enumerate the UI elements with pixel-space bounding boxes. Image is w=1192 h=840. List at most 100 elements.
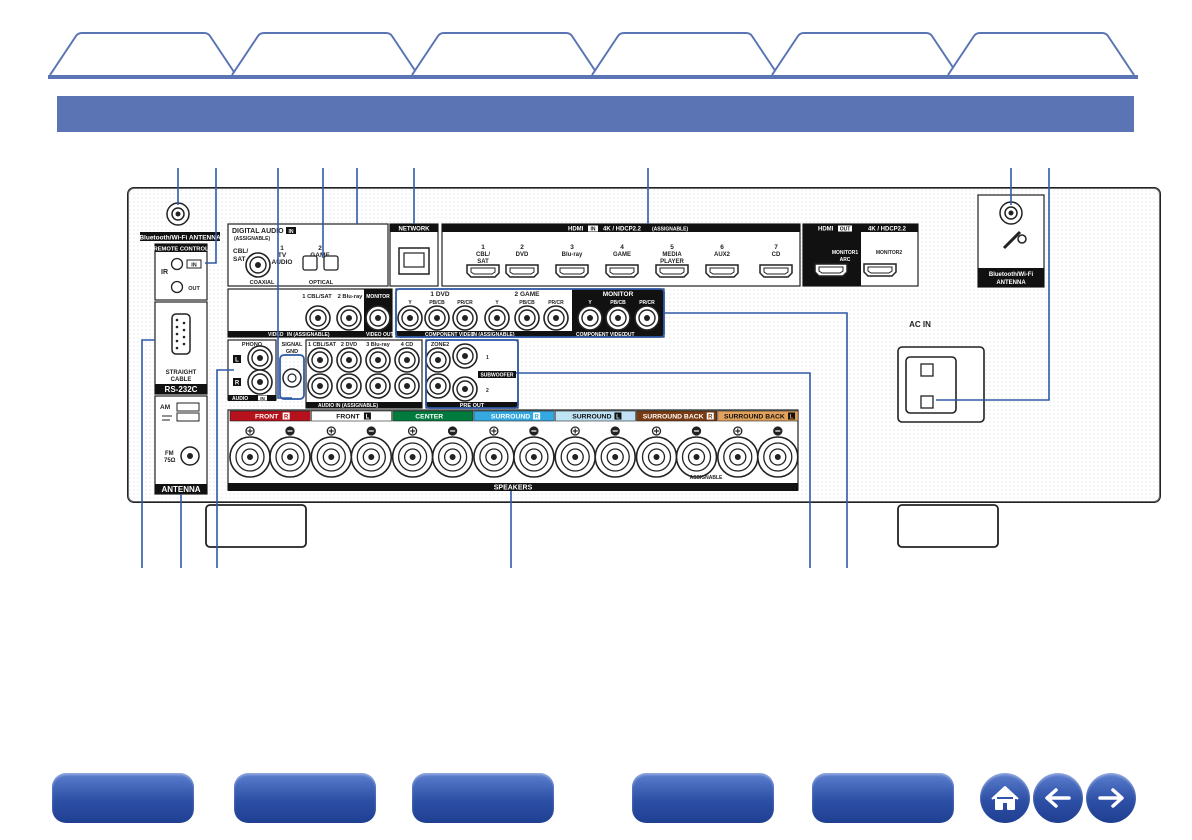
hdmi-port-label: GAME [613,252,631,258]
component-video-block: 1 DVD 2 GAME MONITOR Y PB/CB PR/CR Y PB/… [395,288,665,338]
tab-2[interactable] [230,32,420,76]
binding-post-positive [310,436,353,478]
svg-text:STRAIGHT: STRAIGHT [166,370,197,376]
binding-post-positive [716,436,759,478]
binding-post-positive [554,436,597,478]
hdmi-port-label: DVD [516,252,529,258]
tab-1[interactable] [48,32,238,76]
svg-text:MONITOR2: MONITOR2 [876,250,903,256]
binding-post-positive [391,436,434,478]
speaker-channel-badge: R [534,415,539,421]
svg-text:SUBWOOFER: SUBWOOFER [480,373,513,379]
hdmi-port-number: 4 [620,244,624,251]
svg-text:IN (ASSIGNABLE): IN (ASSIGNABLE) [287,332,330,338]
svg-text:ZONE2: ZONE2 [431,342,449,348]
binding-post-positive [635,436,678,478]
nav-button-5[interactable] [812,773,954,823]
hdmi-connector [655,264,689,278]
svg-text:IR: IR [161,269,168,276]
svg-text:PR/CR: PR/CR [639,300,655,306]
nav-button-3[interactable] [412,773,554,823]
home-icon [991,786,1019,810]
hdmi-port-number: 3 [570,244,574,251]
hdmi-port-label: Blu-ray [562,252,583,258]
pre-out-block: ZONE2 1 SUBWOOFER 2 PRE OUT [425,339,519,409]
speaker-group-label: CENTER [415,414,443,421]
tab-3[interactable] [410,32,600,76]
svg-text:PR/CR: PR/CR [457,300,473,306]
svg-text:CBL/: CBL/ [233,248,248,255]
tab-5[interactable] [770,32,960,76]
rear-panel-diagram: Bluetooth/Wi-Fi ANTENNA REMOTE CONTROL I… [127,168,1161,568]
hdmi-port-number: 5 [670,244,674,251]
digital-audio-block: DIGITAL AUDIO (ASSIGNABLE) IN CBL/ SAT C… [227,223,389,287]
tab-6[interactable] [946,32,1136,76]
svg-text:1: 1 [486,355,489,361]
nav-button-1[interactable] [52,773,194,823]
speaker-channel-badge: R [708,415,713,421]
svg-text:HDMI: HDMI [818,227,834,233]
video-block: 1 CBL/SAT 2 Blu-ray MONITOR VIDEO IN (AS… [227,288,394,338]
hdmi-connector [605,264,639,278]
back-button[interactable] [1033,773,1083,823]
tab-4[interactable] [590,32,780,76]
speaker-group-label: SURROUND BACK [724,414,785,421]
svg-text:1: 1 [280,245,284,252]
hdmi-port-label: MEDIA [662,252,682,258]
nav-button-4[interactable] [632,773,774,823]
svg-text:2 DVD: 2 DVD [341,342,357,348]
svg-text:Y: Y [408,300,412,306]
binding-post-negative [350,436,393,478]
svg-text:SAT: SAT [233,256,246,263]
svg-text:OPTICAL: OPTICAL [309,280,334,286]
svg-text:NETWORK: NETWORK [399,227,431,233]
svg-text:AUDIO: AUDIO [272,259,293,266]
svg-text:IN: IN [289,229,294,235]
nav-button-2[interactable] [234,773,376,823]
bt-left-label: Bluetooth/Wi-Fi ANTENNA [139,235,221,242]
svg-text:VIDEO: VIDEO [268,332,284,338]
bluetooth-antenna-right: Bluetooth/Wi-Fi ANTENNA [977,194,1045,288]
svg-text:PHONO: PHONO [242,342,263,348]
speaker-terminal-group: CENTER [391,410,474,478]
hdmi-port-label: CBL/ [476,252,490,258]
hdmi-port-label: AUX2 [714,252,731,258]
svg-text:HDMI: HDMI [568,227,584,233]
svg-text:ANTENNA: ANTENNA [161,485,200,494]
home-button[interactable] [980,773,1030,823]
arrow-right-icon [1098,788,1124,808]
foot-left [205,504,307,548]
hdmi-out-block: HDMI OUT 4K / HDCP2.2 MONITOR1 ARC MONIT… [802,223,919,287]
rs232c-block: STRAIGHT CABLE RS-232C [154,301,208,395]
svg-text:GND: GND [286,349,298,355]
section-title-bar [57,96,1134,132]
forward-button[interactable] [1086,773,1136,823]
hdmi-port-number: 2 [520,244,524,251]
binding-post-negative [513,436,555,478]
speaker-group-label: SURROUND [572,414,611,421]
svg-text:L: L [235,358,239,364]
bluetooth-antenna-left: Bluetooth/Wi-Fi ANTENNA [139,202,221,242]
hdmi-port-label-2: SAT [477,259,489,265]
remote-control-block: REMOTE CONTROL IR IN OUT [153,243,209,301]
svg-text:4K / HDCP2.2: 4K / HDCP2.2 [868,227,907,233]
speaker-channel-badge: R [284,415,289,421]
svg-text:FM: FM [165,451,174,457]
binding-post-positive [473,436,515,478]
svg-text:R: R [235,381,240,387]
svg-text:IN: IN [260,396,265,401]
svg-text:IN (ASSIGNABLE): IN (ASSIGNABLE) [472,332,515,338]
speaker-channel-badge: L [366,415,370,421]
svg-text:PRE OUT: PRE OUT [460,403,485,409]
hdmi-connector [555,264,589,278]
hdmi-port-number: 7 [774,244,778,251]
svg-text:(ASSIGNABLE): (ASSIGNABLE) [234,236,270,242]
binding-post-negative [269,436,311,478]
